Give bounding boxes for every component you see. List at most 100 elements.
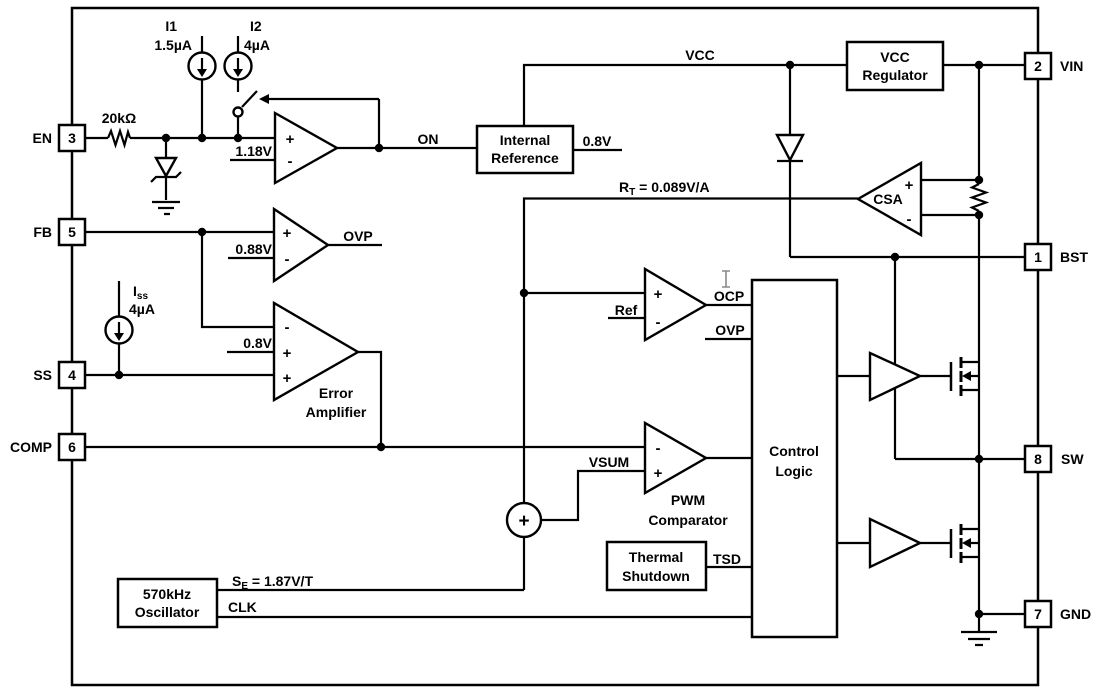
i2-value: 4µA xyxy=(244,37,270,53)
vcc-regulator-block xyxy=(845,40,945,92)
junction-dots xyxy=(114,60,984,619)
en-resistor-label: 20kΩ xyxy=(102,110,137,126)
vcc-net-wires xyxy=(522,63,1025,259)
control-logic-block xyxy=(750,278,839,639)
oscillator-line1: 570kHz xyxy=(143,586,191,602)
plus-sign: + xyxy=(283,345,292,362)
thermal-shutdown-line1: Thermal xyxy=(629,549,683,565)
pin-squares xyxy=(57,51,1053,629)
plus-sign: + xyxy=(283,225,292,242)
ovp-signal-label: OVP xyxy=(343,228,373,244)
switch-control-arrow-icon xyxy=(259,94,269,104)
plus-sign: + xyxy=(654,465,663,482)
rt-gain-label: RT = 0.089V/A xyxy=(619,179,710,198)
mosfet-arrow-icon xyxy=(962,371,971,381)
i1-name: I1 xyxy=(165,18,177,34)
pin-label-comp: COMP xyxy=(10,439,52,455)
ocp-comparator xyxy=(643,266,709,343)
current-source-i2 xyxy=(223,51,253,81)
pin-number-bst: 1 xyxy=(1034,249,1042,265)
csa-ocp-wires xyxy=(522,178,979,503)
en-threshold-label: 1.18V xyxy=(235,143,272,159)
current-source-iss xyxy=(104,315,134,345)
internal-reference-line1: Internal xyxy=(500,132,551,148)
vref-out-label: 0.8V xyxy=(583,133,612,149)
slope-comp-label: SE = 1.87V/T xyxy=(232,573,313,592)
pin-comp xyxy=(57,432,87,462)
iss-name: Iss xyxy=(133,283,148,302)
vcc-regulator-line2: Regulator xyxy=(862,67,928,83)
i2-name: I2 xyxy=(250,18,262,34)
en-net-wires xyxy=(85,36,477,216)
pin-number-gnd: 7 xyxy=(1034,606,1042,622)
bootstrap-diode xyxy=(775,133,805,163)
current-sense-amplifier xyxy=(855,160,923,238)
comp-pwm-wires xyxy=(85,445,752,619)
vcc-regulator-line1: VCC xyxy=(880,49,910,65)
tsd-signal-label: TSD xyxy=(713,551,741,567)
pin-gnd xyxy=(1023,599,1053,629)
minus-sign: - xyxy=(285,319,290,336)
iss-value: 4µA xyxy=(129,301,155,317)
highside-mosfet xyxy=(949,357,979,396)
control-logic-line1: Control xyxy=(769,443,819,459)
pin-ss xyxy=(57,360,87,390)
pin-fb xyxy=(57,217,87,247)
ic-boundary xyxy=(70,6,1040,687)
pin-number-ss: 4 xyxy=(68,367,76,383)
ea-reference-label: 0.8V xyxy=(243,335,272,351)
ocp-signal-label: OCP xyxy=(714,288,744,304)
summing-plus-sign: + xyxy=(518,511,529,532)
minus-sign: - xyxy=(656,440,661,457)
oscillator-line2: Oscillator xyxy=(135,604,200,620)
minus-sign: - xyxy=(656,314,661,331)
pin-number-sw: 8 xyxy=(1034,451,1042,467)
thermal-shutdown-block xyxy=(605,540,708,592)
power-stage-wires xyxy=(837,65,1025,647)
pin-en xyxy=(57,123,87,153)
pin-label-ss: SS xyxy=(33,367,52,383)
pin-number-comp: 6 xyxy=(68,439,76,455)
i1-value: 1.5µA xyxy=(154,37,192,53)
pin-number-fb: 5 xyxy=(68,224,76,240)
pwm-comparator xyxy=(643,420,709,496)
vcc-signal-label: VCC xyxy=(685,47,715,63)
internal-reference-block xyxy=(475,124,575,175)
error-amp-label-line2: Amplifier xyxy=(306,404,367,420)
arrow-down-icon xyxy=(114,333,124,341)
lowside-gate-driver xyxy=(868,517,923,569)
pwm-label-line2: Comparator xyxy=(648,512,728,528)
minus-sign: - xyxy=(285,251,290,268)
enable-switch-contact xyxy=(232,106,244,118)
current-source-i1 xyxy=(187,51,217,81)
lowside-mosfet xyxy=(949,524,979,563)
minus-sign: - xyxy=(288,153,293,170)
text-cursor xyxy=(722,270,730,288)
oscillator-block xyxy=(116,577,219,629)
clk-signal-label: CLK xyxy=(228,599,257,615)
plus-sign: + xyxy=(286,131,295,148)
pin-label-vin: VIN xyxy=(1060,58,1083,74)
pin-number-vin: 2 xyxy=(1034,58,1042,74)
ocp-reference-label: Ref xyxy=(615,302,638,318)
error-amplifier xyxy=(272,300,361,403)
ovp-threshold-label: 0.88V xyxy=(235,241,272,257)
plus-sign: + xyxy=(283,370,292,387)
pin-vin xyxy=(1023,51,1053,81)
enable-comparator xyxy=(273,110,340,186)
error-amp-label-line1: Error xyxy=(319,385,354,401)
pin-bst xyxy=(1023,242,1053,272)
plus-sign: + xyxy=(905,177,914,194)
csa-label: CSA xyxy=(873,191,903,207)
pin-label-en: EN xyxy=(33,130,52,146)
pin-label-sw: SW xyxy=(1061,451,1084,467)
minus-sign: - xyxy=(907,211,912,228)
pin-label-gnd: GND xyxy=(1060,606,1091,622)
control-logic-line2: Logic xyxy=(775,463,813,479)
pin-number-en: 3 xyxy=(68,130,76,146)
mosfet-arrow-icon xyxy=(962,538,971,548)
arrow-down-icon xyxy=(233,69,243,77)
internal-reference-line2: Reference xyxy=(491,150,559,166)
